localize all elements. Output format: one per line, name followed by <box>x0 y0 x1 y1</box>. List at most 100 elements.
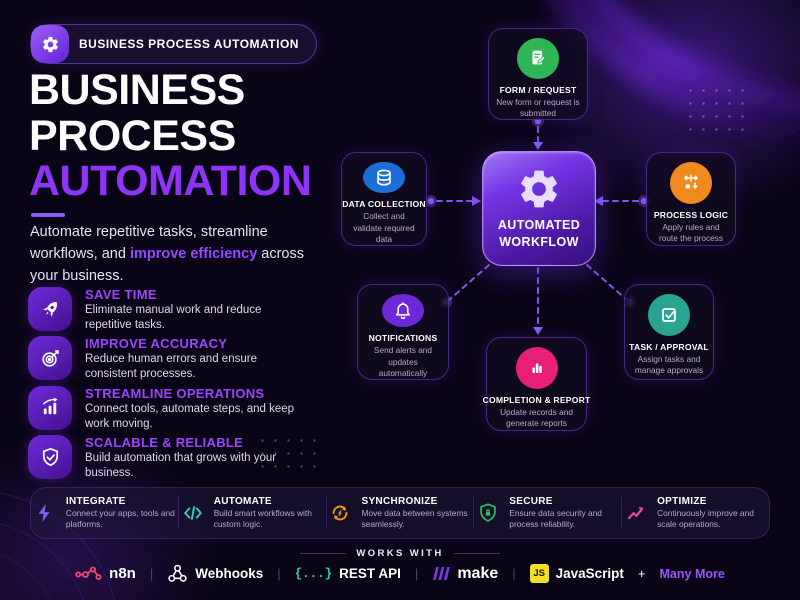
plus-sign: + <box>637 566 646 581</box>
feature-improve-accuracy: IMPROVE ACCURACY Reduce human errors and… <box>28 336 333 381</box>
badge-label: BUSINESS PROCESS AUTOMATION <box>79 37 299 51</box>
gear-badge-icon <box>31 25 69 63</box>
node-desc: New form or request is submitted <box>496 96 580 118</box>
node-title: FORM / REQUEST <box>499 84 577 95</box>
diagram-node-form-request: FORM / REQUEST New form or request is su… <box>488 28 588 120</box>
make-label: make <box>457 564 499 582</box>
divider <box>325 497 327 529</box>
node-title: NOTIFICATIONS <box>368 333 438 344</box>
logo-divider: | <box>277 566 281 581</box>
logo-row: n8n | Webhooks | {...} REST API | make |… <box>0 563 800 584</box>
diagram-node-notifications: NOTIFICATIONS Send alerts and updates au… <box>357 284 449 380</box>
benefit-secure: SECURE Ensure data security and process … <box>474 496 621 530</box>
benefit-text: SYNCHRONIZE Move data between systems se… <box>361 496 471 530</box>
dot-grid-decoration <box>256 434 322 468</box>
benefit-optimize: OPTIMIZE Continuously improve and scale … <box>622 496 769 530</box>
feature-desc: Build automation that grows with your bu… <box>85 452 277 480</box>
diagram-node-completion-report: COMPLETION & REPORT Update records and g… <box>483 337 590 431</box>
benefit-text: SECURE Ensure data security and process … <box>509 496 619 530</box>
rocket-icon <box>28 287 72 331</box>
webhooks-icon <box>168 564 187 582</box>
shield-check-icon <box>28 435 72 480</box>
node-desc: Assign tasks and manage approvals <box>634 354 704 376</box>
lightning-icon <box>33 501 57 525</box>
center-title-line-2: WORKFLOW <box>499 235 579 249</box>
js-icon: JS <box>529 564 549 583</box>
make-icon <box>433 567 451 580</box>
task-check-icon <box>648 294 690 336</box>
feature-title: SAVE TIME <box>85 287 157 302</box>
divider <box>177 497 179 529</box>
diagram-node-process-logic: PROCESS LOGIC Apply rules and route the … <box>646 152 736 246</box>
feature-text: SCALABLE & RELIABLE Build automation tha… <box>85 435 303 480</box>
benefit-desc: Connect your apps, tools and platforms. <box>65 508 175 529</box>
benefit-integrate: INTEGRATE Connect your apps, tools and p… <box>31 496 178 530</box>
node-desc: Send alerts and updates automatically <box>373 345 433 378</box>
process-routing-icon <box>670 162 712 204</box>
feature-title: STREAMLINE OPERATIONS <box>85 385 265 401</box>
center-title-line-1: AUTOMATED <box>497 218 581 233</box>
benefit-title: INTEGRATE <box>65 496 126 508</box>
rest-api-logo: {...} REST API <box>295 566 401 581</box>
wave-decoration <box>546 0 800 145</box>
intro-highlight: improve efficiency <box>129 245 258 262</box>
divider-line <box>300 553 347 554</box>
benefit-text: OPTIMIZE Continuously improve and scale … <box>657 496 767 530</box>
benefit-title: SYNCHRONIZE <box>361 496 438 508</box>
works-with-heading: WORKS WITH <box>0 548 800 559</box>
rest-api-label: REST API <box>339 566 401 581</box>
works-with-label: WORKS WITH <box>356 548 444 559</box>
feature-desc: Reduce human errors and ensure consisten… <box>85 353 257 381</box>
benefit-desc: Continuously improve and scale operation… <box>657 508 754 529</box>
benefit-text: AUTOMATE Build smart workflows with cust… <box>214 496 324 530</box>
braces-icon: {...} <box>294 566 333 581</box>
diagram-node-task-approval: TASK / APPROVAL Assign tasks and manage … <box>624 284 714 380</box>
intro-text: Automate repetitive tasks, streamline wo… <box>30 222 322 287</box>
benefit-desc: Build smart workflows with custom logic. <box>213 508 312 529</box>
feature-desc: Eliminate manual work and reduce repetit… <box>85 304 262 331</box>
logo-divider: | <box>512 566 516 581</box>
diagram-center-automated-workflow: AUTOMATED WORKFLOW <box>482 151 596 266</box>
n8n-icon <box>75 566 102 580</box>
feature-list: SAVE TIME Eliminate manual work and redu… <box>28 287 333 485</box>
benefit-text: INTEGRATE Connect your apps, tools and p… <box>66 496 176 530</box>
webhooks-label: Webhooks <box>195 566 264 581</box>
header-badge: BUSINESS PROCESS AUTOMATION <box>30 24 317 64</box>
node-title: COMPLETION & REPORT <box>482 395 591 405</box>
title-line-1: BUSINESS <box>29 66 245 114</box>
javascript-label: JavaScript <box>555 566 624 581</box>
divider <box>473 497 475 529</box>
benefit-title: AUTOMATE <box>213 496 272 508</box>
logo-divider: | <box>149 566 154 581</box>
form-request-icon <box>517 38 559 79</box>
benefit-title: OPTIMIZE <box>657 496 707 508</box>
benefit-title: SECURE <box>509 496 553 508</box>
node-desc: Update records and generate reports <box>500 407 573 429</box>
page-title: BUSINESS PROCESS AUTOMATION <box>29 66 312 205</box>
benefits-bar: INTEGRATE Connect your apps, tools and p… <box>30 487 770 539</box>
benefit-desc: Ensure data security and process reliabi… <box>509 508 602 529</box>
feature-scalable-reliable: SCALABLE & RELIABLE Build automation tha… <box>28 435 333 480</box>
webhooks-logo: Webhooks <box>167 563 263 584</box>
make-logo: make <box>432 565 498 583</box>
feature-text: SAVE TIME Eliminate manual work and redu… <box>85 287 303 332</box>
benefit-automate: AUTOMATE Build smart workflows with cust… <box>179 496 326 530</box>
gear-icon <box>521 170 557 208</box>
feature-text: STREAMLINE OPERATIONS Connect tools, aut… <box>85 386 303 431</box>
growth-chart-icon <box>28 385 72 430</box>
javascript-logo: JS JavaScript <box>529 564 624 583</box>
target-icon <box>28 336 72 381</box>
divider <box>621 497 623 529</box>
feature-title: IMPROVE ACCURACY <box>85 336 228 352</box>
benefit-desc: Move data between systems seamlessly. <box>361 508 468 529</box>
database-icon <box>363 162 405 194</box>
feature-desc: Connect tools, automate steps, and keep … <box>85 402 295 430</box>
trend-up-icon <box>624 501 648 525</box>
title-underline <box>31 213 65 217</box>
node-title: PROCESS LOGIC <box>653 210 729 220</box>
benefit-synchronize: SYNCHRONIZE Move data between systems se… <box>327 496 474 530</box>
diagram-node-data-collection: DATA COLLECTION Collect and validate req… <box>341 152 427 246</box>
bell-icon <box>382 294 424 328</box>
node-title: DATA COLLECTION <box>342 199 426 210</box>
